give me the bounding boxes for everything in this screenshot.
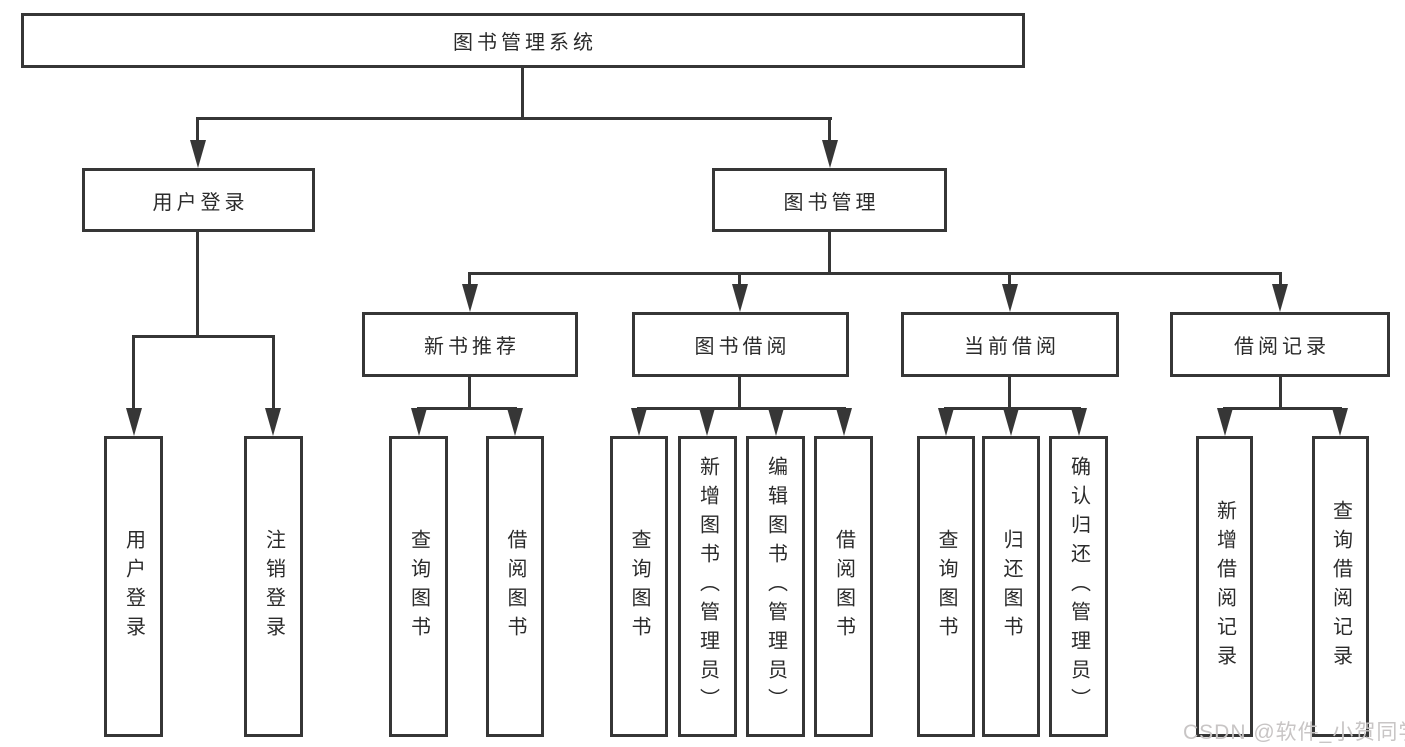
arrow-down-icon — [1332, 408, 1348, 436]
arrow-down-icon — [1003, 408, 1019, 436]
arrow-down-icon — [768, 408, 784, 436]
leaf-query-borrow-record: 查询借阅记录 — [1312, 436, 1369, 737]
arrow-down-icon — [836, 408, 852, 436]
leaf-label: 查询借阅记录 — [1329, 499, 1352, 674]
node-new-book-recommend: 新书推荐 — [362, 312, 578, 377]
leaf-query-books-borrow: 查询图书 — [610, 436, 668, 737]
node-label: 图书管理系统 — [453, 32, 597, 54]
connector-line — [272, 335, 275, 410]
leaf-return-book: 归还图书 — [982, 436, 1040, 737]
arrow-down-icon — [822, 140, 838, 168]
leaf-label: 注销登录 — [262, 528, 285, 645]
arrow-down-icon — [1002, 284, 1018, 312]
connector-line — [828, 232, 831, 275]
node-user-login: 用户登录 — [82, 168, 315, 232]
leaf-add-book-admin: 新增图书（管理员） — [678, 436, 737, 737]
arrow-down-icon — [631, 408, 647, 436]
arrow-down-icon — [732, 284, 748, 312]
node-label: 当前借阅 — [964, 336, 1060, 358]
leaf-user-login: 用户登录 — [104, 436, 163, 737]
leaf-label: 查询图书 — [935, 528, 957, 645]
leaf-borrow-books-recommend: 借阅图书 — [486, 436, 544, 737]
leaf-label: 新增图书（管理员） — [696, 456, 719, 717]
leaf-query-books-current: 查询图书 — [917, 436, 975, 737]
connector-line — [196, 232, 199, 338]
connector-line — [1279, 377, 1282, 410]
csdn-watermark: CSDN @软件_小贺同学 — [1183, 721, 1405, 744]
connector-line — [469, 272, 1282, 275]
arrow-down-icon — [699, 408, 715, 436]
node-book-borrow: 图书借阅 — [632, 312, 849, 377]
arrow-down-icon — [1272, 284, 1288, 312]
leaf-label: 查询图书 — [407, 528, 430, 645]
arrow-down-icon — [265, 408, 281, 436]
node-label: 图书管理 — [783, 191, 880, 214]
leaf-label: 新增借阅记录 — [1213, 499, 1236, 674]
connector-line — [1223, 407, 1342, 410]
connector-line — [1008, 272, 1011, 288]
node-current-borrow: 当前借阅 — [901, 312, 1119, 377]
leaf-label: 编辑图书（管理员） — [764, 456, 787, 717]
connector-line — [468, 272, 471, 288]
arrow-down-icon — [190, 140, 206, 168]
connector-line — [468, 377, 471, 410]
connector-line — [828, 117, 831, 146]
node-label: 新书推荐 — [424, 336, 520, 358]
connector-line — [637, 407, 846, 410]
connector-line — [1279, 272, 1282, 288]
connector-line — [1008, 377, 1011, 410]
arrow-down-icon — [126, 408, 142, 436]
node-label: 用户登录 — [152, 191, 249, 214]
connector-line — [738, 272, 741, 288]
leaf-label: 用户登录 — [122, 528, 145, 645]
leaf-edit-book-admin: 编辑图书（管理员） — [746, 436, 805, 737]
arrow-down-icon — [507, 408, 523, 436]
connector-line — [132, 335, 135, 410]
connector-line — [132, 335, 275, 338]
arrow-down-icon — [462, 284, 478, 312]
leaf-label: 归还图书 — [1000, 528, 1022, 645]
leaf-add-borrow-record: 新增借阅记录 — [1196, 436, 1253, 737]
leaf-borrow-books: 借阅图书 — [814, 436, 873, 737]
connector-line — [417, 407, 517, 410]
leaf-confirm-return-admin: 确认归还（管理员） — [1049, 436, 1108, 737]
node-book-management: 图书管理 — [712, 168, 947, 232]
leaf-label: 借阅图书 — [504, 528, 526, 645]
leaf-label: 查询图书 — [628, 528, 650, 645]
leaf-query-books-recommend: 查询图书 — [389, 436, 448, 737]
connector-line — [738, 377, 741, 410]
arrow-down-icon — [1217, 408, 1233, 436]
connector-line — [196, 117, 199, 146]
connector-line — [196, 117, 832, 120]
leaf-label: 确认归还（管理员） — [1067, 456, 1090, 717]
leaf-label: 借阅图书 — [832, 528, 855, 645]
node-label: 图书借阅 — [694, 336, 791, 358]
leaf-logout: 注销登录 — [244, 436, 303, 737]
arrow-down-icon — [938, 408, 954, 436]
arrow-down-icon — [1071, 408, 1087, 436]
node-root-library-system: 图书管理系统 — [21, 13, 1025, 68]
node-borrow-records: 借阅记录 — [1170, 312, 1390, 377]
connector-line — [521, 68, 524, 117]
arrow-down-icon — [411, 408, 427, 436]
node-label: 借阅记录 — [1234, 336, 1330, 358]
